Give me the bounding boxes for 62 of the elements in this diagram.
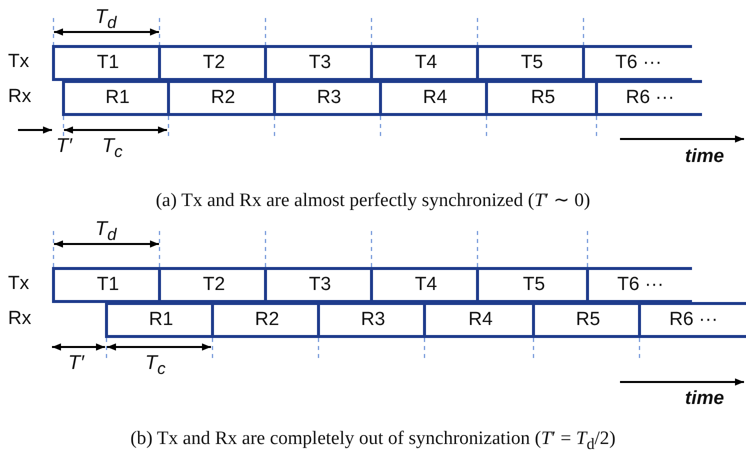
time-slot-box [62,80,170,116]
slot-label: R4 [468,309,493,331]
dimension-label: T$_{c}$ [102,135,123,162]
time-slot-box [264,267,373,303]
row-label: Rx [8,86,32,108]
dimension-label: T′ [56,135,72,158]
time-slot-box [317,302,426,338]
time-slot-box [105,302,214,338]
time-slot-box [52,267,161,303]
row-label: Rx [8,308,32,330]
slot-label: R3 [316,87,342,109]
time-slot-box [423,302,535,338]
time-slot-box [52,45,161,81]
slot-label: T4 [414,52,438,74]
slot-label: T2 [202,52,226,74]
time-slot-box [167,80,276,116]
dimension-label: T$_{c}$ [145,352,166,379]
slot-label: T1 [96,274,120,296]
slot-label: R6 ··· [626,87,674,109]
dimension-label: T$_{d}$ [95,6,116,33]
time-slot-box [595,80,702,116]
slot-label: R6 ··· [669,309,718,331]
time-slot-box [532,302,641,338]
axis-label: time [685,146,724,168]
slot-label: R3 [360,309,386,331]
time-slot-box [485,80,598,116]
time-slot-box [476,267,589,303]
time-slot-box [582,45,692,81]
time-slot-box [379,80,488,116]
slot-label: R5 [576,309,600,331]
caption: (a) Tx and Rx are almost perfectly synchronized (T′ ∼ 0) [154,189,592,212]
time-slot-box [476,45,585,81]
slot-label: T5 [520,52,544,74]
slot-label: R1 [105,87,130,109]
time-slot-box [638,302,746,338]
time-slot-box [273,80,382,116]
slot-label: R1 [148,309,174,331]
row-label: Tx [8,51,30,73]
slot-label: T6 ··· [617,274,664,296]
slot-label: T4 [414,274,438,296]
slot-label: R2 [254,309,280,331]
slot-label: T5 [522,274,546,296]
slot-label: T3 [308,274,332,296]
time-slot-box [264,45,373,81]
dimension-label: T$_{d}$ [95,218,116,245]
axis-label: time [685,388,724,410]
slot-label: R5 [530,87,556,109]
caption: (b) Tx and Rx are completely out of synchronization (T′ = T$_{d}$/2) [129,428,617,454]
slot-label: R2 [210,87,236,109]
time-slot-box [370,45,479,81]
time-slot-box [370,267,479,303]
slot-label: R4 [422,87,448,109]
slot-label: T3 [308,52,332,74]
slot-label: T1 [96,52,120,74]
slot-label: T6 ··· [615,52,662,74]
time-slot-box [158,45,267,81]
slot-label: T2 [202,274,226,296]
time-slot-box [586,267,692,303]
row-label: Tx [8,273,30,295]
dimension-label: T′ [68,352,84,375]
time-slot-box [158,267,267,303]
time-slot-box [211,302,320,338]
